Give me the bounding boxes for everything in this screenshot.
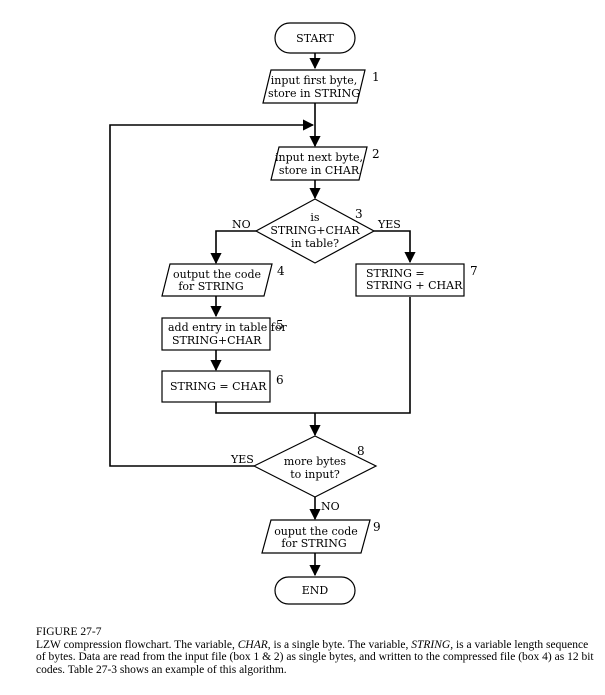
caption-sentence-1: LZW compression flowchart. The variable, [36,638,238,651]
decision-8-more-bytes: more bytes to input? 8 YES NO [230,435,378,513]
caption-char-word: CHAR [237,638,268,651]
box-4-output-code: output the code for STRING 4 [161,263,285,297]
box-5-line-2: STRING+CHAR [172,334,262,347]
box-4-number: 4 [277,264,285,278]
decision-8-yes-label: YES [230,453,254,466]
box-2-line-2: store in CHAR [279,164,360,177]
figure-caption: FIGURE 27-7 LZW compression flowchart. T… [36,626,596,676]
box-1-input-first-byte: input first byte, store in STRING 1 [262,69,380,104]
box-6-line-1: STRING = CHAR [170,380,267,393]
decision-3-in-table: is STRING+CHAR in table? 3 NO YES [232,198,401,264]
box-9-output-code: ouput the code for STRING 9 [261,519,381,554]
decision-3-line-3: in table? [291,237,339,250]
lzw-flowchart: START input first byte, store in STRING … [109,22,478,605]
decision-8-number: 8 [357,444,365,458]
start-label: START [296,32,334,45]
box-7-line-2: STRING + CHAR [366,279,463,292]
decision-8-line-2: to input? [290,468,340,481]
caption-string-word: STRING [411,638,451,651]
box-1-line-2: store in STRING [268,87,360,100]
edge-decision3-yes [374,230,416,264]
decision-8-line-1: more bytes [284,455,347,468]
box-9-line-1: ouput the code [274,525,358,538]
caption-sentence-2: , is a single byte. The variable, [267,638,412,651]
box-9-number: 9 [373,520,381,534]
box-2-number: 2 [372,147,380,161]
box-2-input-next-byte: input next byte, store in CHAR 2 [270,146,380,181]
edge-box6-to-merge [215,297,411,414]
decision-3-line-2: STRING+CHAR [270,224,360,237]
box-1-line-1: input first byte, [271,74,358,87]
box-1-number: 1 [372,70,380,84]
box-4-line-2: for STRING [178,280,243,293]
box-5-number: 5 [276,318,284,332]
end-terminal: END [274,576,356,605]
edge-loop-back [109,119,315,467]
decision-3-yes-label: YES [377,218,401,231]
box-2-line-1: input next byte, [275,151,363,164]
decision-8-no-label: NO [321,500,340,513]
end-label: END [302,584,329,597]
box-4-line-1: output the code [173,268,261,281]
box-9-line-2: for STRING [281,537,346,550]
box-5-line-1: add entry in table for [168,321,287,334]
caption-text: LZW compression flowchart. The variable,… [36,639,596,677]
box-5-add-entry: add entry in table for STRING+CHAR 5 [161,317,287,351]
decision-3-line-1: is [310,211,320,224]
box-7-string-plus-char: STRING = STRING + CHAR 7 [355,263,478,297]
connectors [109,53,416,577]
caption-sentence-3: , is a variable length sequence of bytes… [36,638,594,676]
decision-3-no-label: NO [232,218,251,231]
box-6-string-equals-char: STRING = CHAR 6 [161,370,284,403]
decision-3-number: 3 [355,207,363,221]
box-6-number: 6 [276,373,284,387]
start-terminal: START [274,22,356,54]
box-7-number: 7 [470,264,478,278]
figure-label: FIGURE 27-7 [36,626,102,638]
edge-decision3-no [210,230,256,265]
box-7-line-1: STRING = [366,267,425,280]
